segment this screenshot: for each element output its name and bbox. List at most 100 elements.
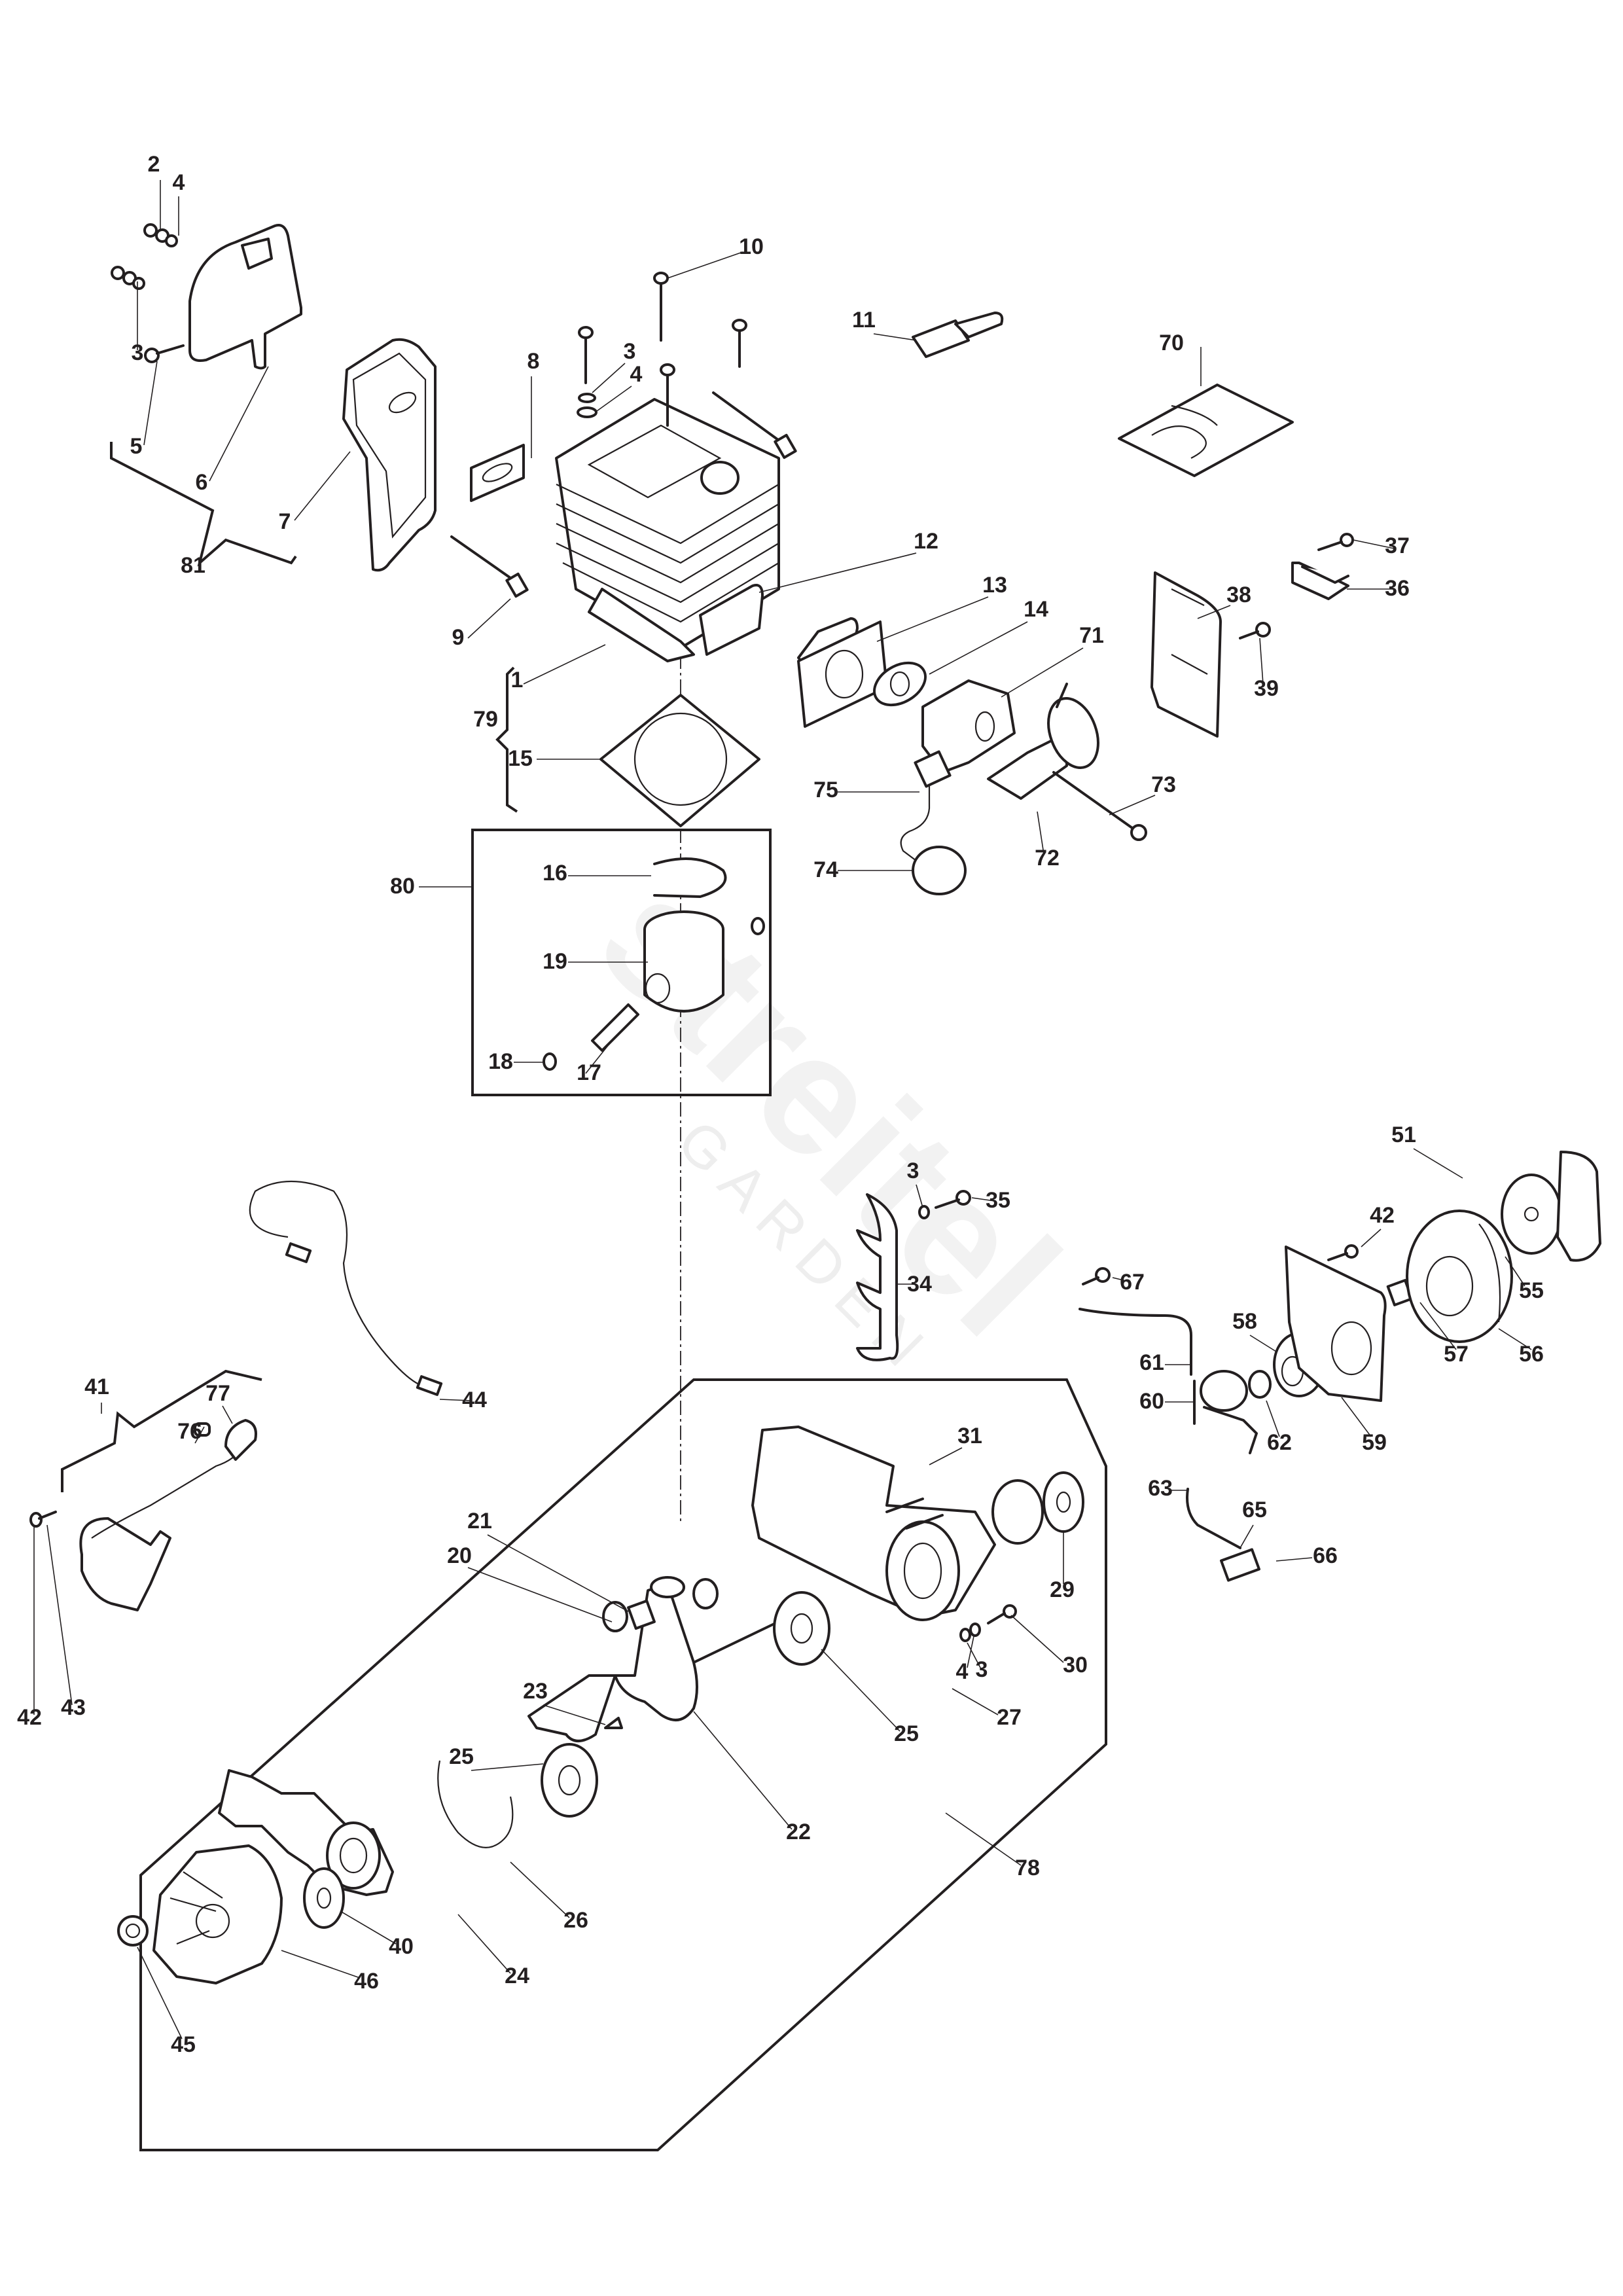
part-callout-41[interactable]: 41 <box>84 1374 109 1399</box>
part-callout-3[interactable]: 3 <box>132 340 144 365</box>
part-callout-80[interactable]: 80 <box>390 874 415 899</box>
leader-line-39 <box>1259 637 1264 685</box>
part-callout-71[interactable]: 71 <box>1079 623 1104 648</box>
oil-suction-hose <box>1186 1488 1241 1549</box>
part-callout-42[interactable]: 42 <box>1370 1203 1395 1228</box>
part-callout-3[interactable]: 3 <box>624 339 636 364</box>
part-callout-29[interactable]: 29 <box>1050 1577 1075 1602</box>
part-callout-45[interactable]: 45 <box>171 2032 196 2057</box>
leader-line-31 <box>929 1447 963 1465</box>
part-callout-15[interactable]: 15 <box>508 746 533 771</box>
part-callout-4[interactable]: 4 <box>630 362 643 387</box>
gasket-kit-bag <box>1118 384 1294 477</box>
crankcase-half <box>751 1426 996 1621</box>
part-callout-19[interactable]: 19 <box>543 949 567 974</box>
part-callout-66[interactable]: 66 <box>1313 1543 1338 1568</box>
part-callout-22[interactable]: 22 <box>786 1820 811 1844</box>
part-callout-26[interactable]: 26 <box>563 1908 588 1933</box>
part-callout-24[interactable]: 24 <box>505 1964 529 1988</box>
part-callout-72[interactable]: 72 <box>1035 846 1060 870</box>
part-callout-74[interactable]: 74 <box>813 857 838 882</box>
part-callout-67[interactable]: 67 <box>1120 1270 1145 1295</box>
part-callout-36[interactable]: 36 <box>1385 576 1410 601</box>
part-callout-3[interactable]: 3 <box>907 1158 919 1183</box>
part-callout-25[interactable]: 25 <box>449 1744 474 1769</box>
part-callout-13[interactable]: 13 <box>982 573 1007 598</box>
leader-line-51 <box>1413 1148 1463 1179</box>
part-callout-59[interactable]: 59 <box>1362 1430 1387 1455</box>
part-callout-57[interactable]: 57 <box>1444 1342 1469 1367</box>
part-callout-27[interactable]: 27 <box>997 1705 1022 1730</box>
part-callout-44[interactable]: 44 <box>462 1388 487 1412</box>
part-callout-51[interactable]: 51 <box>1391 1122 1416 1147</box>
part-callout-7[interactable]: 7 <box>279 509 291 534</box>
leader-line-73 <box>1109 795 1156 816</box>
part-callout-34[interactable]: 34 <box>907 1272 932 1297</box>
leader-line-42 <box>1361 1229 1382 1247</box>
part-callout-65[interactable]: 65 <box>1242 1498 1267 1522</box>
part-callout-70[interactable]: 70 <box>1159 331 1184 355</box>
part-callout-78[interactable]: 78 <box>1015 1856 1040 1880</box>
part-callout-35[interactable]: 35 <box>986 1188 1010 1213</box>
chain-guide-bracket <box>1291 562 1349 600</box>
part-callout-73[interactable]: 73 <box>1151 772 1176 797</box>
part-callout-75[interactable]: 75 <box>813 778 838 802</box>
part-callout-9[interactable]: 9 <box>452 625 465 650</box>
leader-line-7 <box>294 451 351 521</box>
part-callout-2[interactable]: 2 <box>148 152 160 177</box>
part-callout-79[interactable]: 79 <box>473 707 498 732</box>
part-callout-63[interactable]: 63 <box>1148 1476 1173 1501</box>
part-callout-61[interactable]: 61 <box>1139 1350 1164 1375</box>
leader-line-25 <box>821 1649 901 1732</box>
leader-line-23 <box>543 1704 606 1725</box>
part-callout-30[interactable]: 30 <box>1063 1653 1088 1677</box>
part-callout-39[interactable]: 39 <box>1254 676 1279 701</box>
watermark: streitel GARDEN <box>565 842 1094 1388</box>
piston <box>643 910 765 1013</box>
part-callout-23[interactable]: 23 <box>523 1679 548 1704</box>
part-callout-25[interactable]: 25 <box>894 1721 919 1746</box>
part-callout-4[interactable]: 4 <box>173 170 185 195</box>
guide-bar-screw-top <box>1317 533 1354 551</box>
leader-line-24 <box>457 1914 511 1974</box>
part-callout-46[interactable]: 46 <box>354 1969 379 1994</box>
leader-line-56 <box>1498 1328 1532 1350</box>
part-callout-17[interactable]: 17 <box>577 1060 601 1085</box>
part-callout-6[interactable]: 6 <box>196 470 208 495</box>
part-callout-1[interactable]: 1 <box>511 668 524 692</box>
part-callout-76[interactable]: 76 <box>177 1419 202 1444</box>
part-callout-62[interactable]: 62 <box>1267 1430 1292 1455</box>
part-callout-55[interactable]: 55 <box>1519 1278 1544 1303</box>
part-callout-20[interactable]: 20 <box>447 1543 472 1568</box>
main-bearing-left <box>541 1743 598 1818</box>
part-callout-42[interactable]: 42 <box>17 1705 42 1730</box>
part-callout-4[interactable]: 4 <box>956 1659 969 1684</box>
part-callout-12[interactable]: 12 <box>914 529 938 554</box>
part-callout-21[interactable]: 21 <box>467 1509 492 1534</box>
part-callout-10[interactable]: 10 <box>739 234 764 259</box>
part-callout-16[interactable]: 16 <box>543 861 567 886</box>
part-callout-60[interactable]: 60 <box>1139 1389 1164 1414</box>
part-callout-56[interactable]: 56 <box>1519 1342 1544 1367</box>
part-callout-37[interactable]: 37 <box>1385 533 1410 558</box>
muffler-screw <box>144 344 185 363</box>
part-callout-77[interactable]: 77 <box>205 1381 230 1406</box>
part-callout-58[interactable]: 58 <box>1232 1309 1257 1334</box>
piston-kit-box <box>471 829 772 1096</box>
part-callout-14[interactable]: 14 <box>1024 597 1048 622</box>
part-callout-8[interactable]: 8 <box>527 349 540 374</box>
part-callout-3[interactable]: 3 <box>976 1657 988 1682</box>
part-callout-38[interactable]: 38 <box>1226 583 1251 607</box>
part-callout-31[interactable]: 31 <box>957 1424 982 1448</box>
crankcase-studs <box>885 1498 944 1530</box>
part-callout-40[interactable]: 40 <box>389 1934 414 1959</box>
leader-line-4 <box>596 386 632 412</box>
part-callout-5[interactable]: 5 <box>130 434 143 459</box>
leader-line-71 <box>1001 647 1084 698</box>
oil-pump-screw <box>1082 1267 1111 1285</box>
part-callout-18[interactable]: 18 <box>488 1049 513 1074</box>
part-callout-11[interactable]: 11 <box>852 308 876 332</box>
part-callout-43[interactable]: 43 <box>61 1695 86 1720</box>
part-callout-81[interactable]: 81 <box>181 553 205 578</box>
